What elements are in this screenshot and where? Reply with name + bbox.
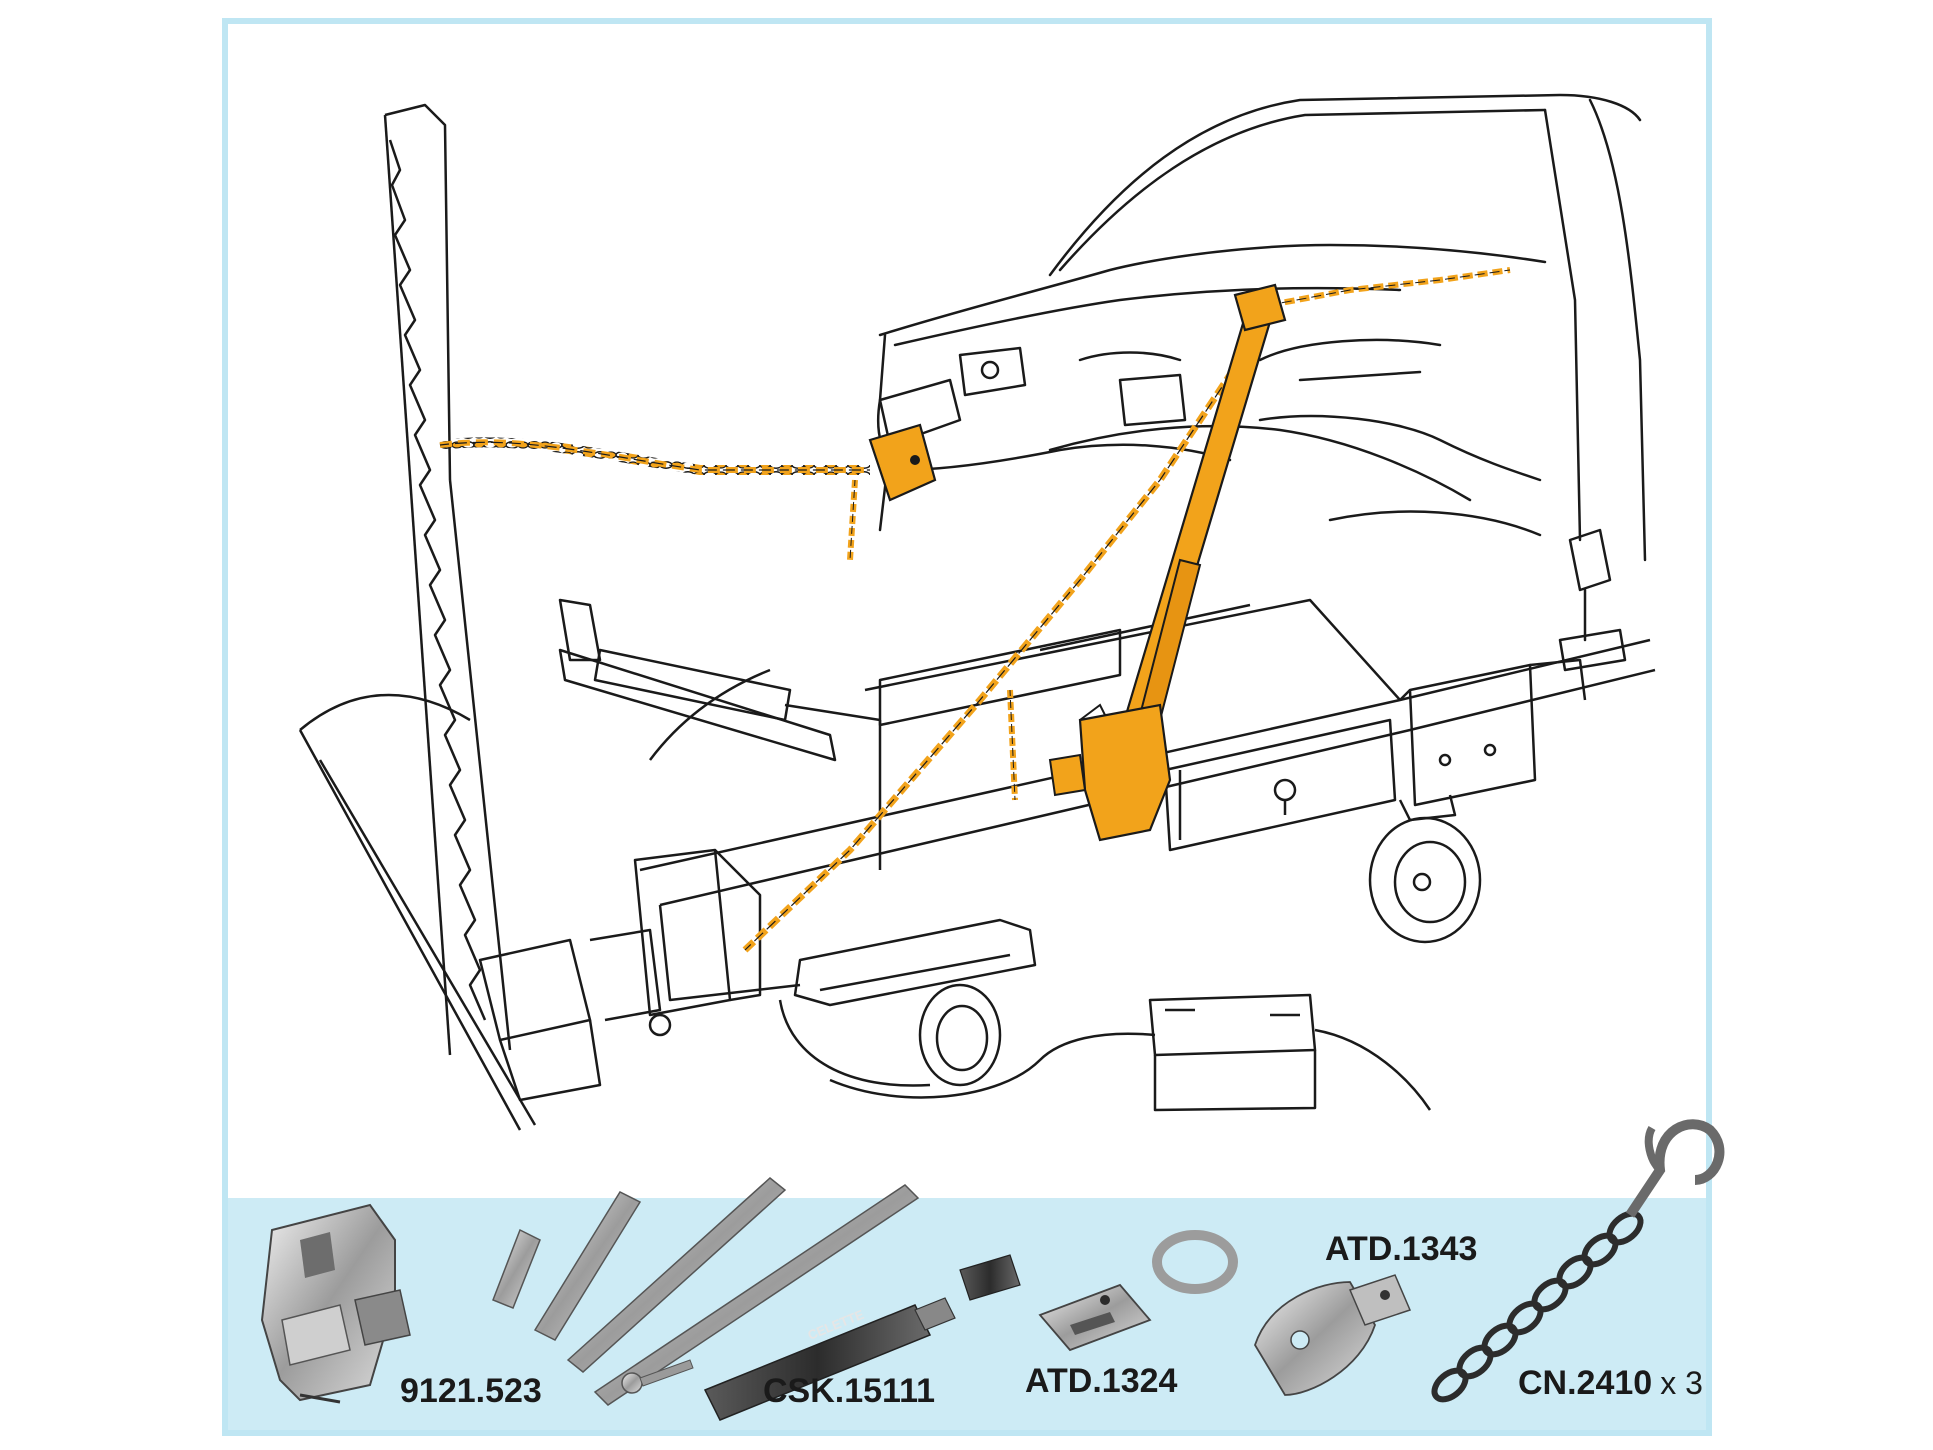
chain-hanging-mid bbox=[1007, 689, 1018, 801]
hydraulic-pump-box bbox=[829, 993, 1432, 1112]
pull-plate-icon bbox=[1254, 1274, 1412, 1396]
part-code: CSK.15111 bbox=[763, 1372, 936, 1410]
front-anchor-clamp bbox=[868, 423, 937, 502]
part-code: ATD.1343 bbox=[1325, 1230, 1478, 1268]
part-code: ATD.1324 bbox=[1025, 1362, 1178, 1400]
part-label-atd-1343: ATD.1343 bbox=[1325, 1230, 1477, 1269]
straightening-bench bbox=[558, 598, 1656, 1087]
part-label-9121-523: 9121.523 bbox=[400, 1372, 542, 1411]
part-quantity: x 3 bbox=[1660, 1365, 1703, 1401]
part-label-atd-1324: ATD.1324 bbox=[1025, 1362, 1177, 1401]
car-body bbox=[876, 93, 1647, 672]
pull-clamp-ring-icon bbox=[1038, 1230, 1238, 1352]
pulling-tower bbox=[298, 103, 762, 1131]
part-code: CN.2410 bbox=[1518, 1364, 1653, 1402]
chain-diagonal bbox=[742, 308, 1269, 953]
hydraulic-ram-kit-icon bbox=[492, 1177, 1021, 1421]
chain-hook-icon bbox=[1431, 1119, 1725, 1403]
part-label-csk-15111: CSK.15111 bbox=[763, 1372, 935, 1411]
part-code: 9121.523 bbox=[400, 1372, 542, 1410]
hydraulic-ram bbox=[1048, 283, 1287, 842]
clamp-anchor-icon bbox=[260, 1203, 411, 1404]
